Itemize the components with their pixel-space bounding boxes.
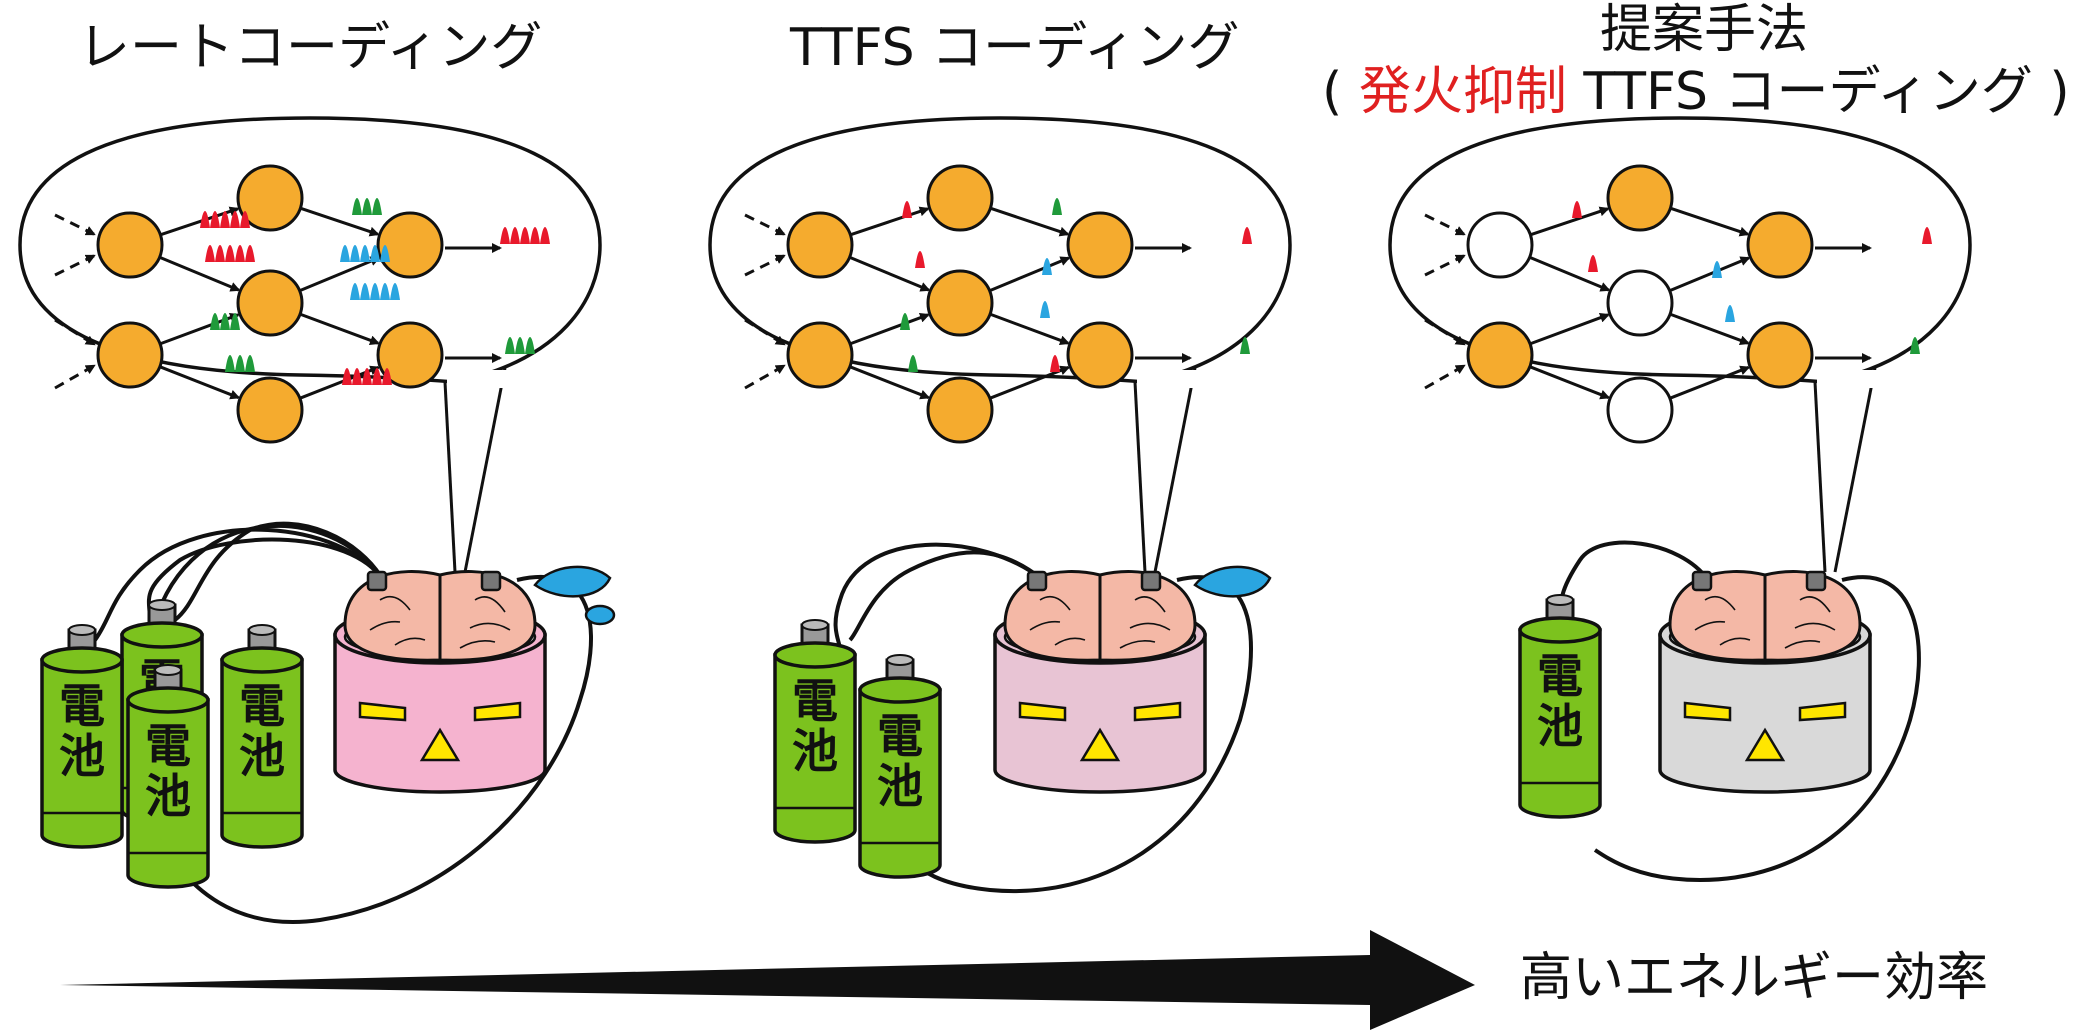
electrode: [1807, 572, 1825, 590]
neuron: [928, 378, 992, 442]
battery-top: [42, 648, 122, 672]
neuron: [1748, 213, 1812, 277]
battery-label: 電: [145, 719, 191, 773]
battery-label: 電: [877, 709, 923, 763]
brain-left-hemisphere: [1005, 572, 1100, 661]
battery-top: [1520, 618, 1600, 642]
battery-top: [860, 678, 940, 702]
neuron: [1468, 323, 1532, 387]
battery: 電池: [1520, 595, 1600, 817]
sweat-drop: [1195, 567, 1270, 596]
neuron: [378, 213, 442, 277]
battery-terminal-top: [887, 655, 913, 665]
bubble-tail-gap: [1137, 370, 1197, 388]
battery-terminal-top: [69, 625, 95, 635]
battery-label: 電: [1537, 649, 1583, 703]
battery: 電池: [42, 625, 122, 847]
robot-0: [335, 567, 614, 792]
battery-top: [128, 688, 208, 712]
neuron: [238, 271, 302, 335]
battery-terminal-top: [149, 600, 175, 610]
input-arrow: [745, 366, 784, 388]
bubble-tail-gap: [1817, 370, 1877, 388]
battery-terminal-top: [1547, 595, 1573, 605]
brain-left-hemisphere: [1670, 572, 1765, 661]
robot-1: [995, 567, 1270, 792]
battery-label: 池: [239, 729, 285, 783]
battery-label: 電: [792, 674, 838, 728]
neuron: [1608, 166, 1672, 230]
neuron: [928, 166, 992, 230]
bubble-tail-left: [445, 382, 455, 572]
battery-label: 電: [239, 679, 285, 733]
battery-label: 電: [59, 679, 105, 733]
sweat-drop: [535, 567, 610, 596]
battery-label: 池: [792, 724, 838, 778]
spike-train: [505, 337, 535, 354]
battery-label: 池: [877, 759, 923, 813]
brain-left-hemisphere: [345, 572, 440, 661]
neuron: [788, 213, 852, 277]
bubble-tail-right: [1835, 368, 1875, 572]
neuron: [98, 323, 162, 387]
bubble-tail-gap: [447, 370, 507, 388]
wire: [95, 530, 383, 640]
neuron: [98, 213, 162, 277]
electrode: [368, 572, 386, 590]
spike-train: [225, 355, 255, 372]
battery-label: 池: [1537, 699, 1583, 753]
bubble-tail-left: [1815, 382, 1825, 572]
neuron: [1068, 213, 1132, 277]
bubble-tail-left: [1135, 382, 1145, 572]
battery: 電池: [775, 620, 855, 842]
neuron: [1068, 323, 1132, 387]
electrode: [1142, 572, 1160, 590]
battery-top: [222, 648, 302, 672]
input-arrow: [55, 366, 94, 388]
bubble-tail-right: [465, 368, 505, 572]
input-arrow: [1425, 366, 1464, 388]
battery-label: 池: [59, 729, 105, 783]
neuron: [1608, 378, 1672, 442]
neuron: [1468, 213, 1532, 277]
battery-terminal-top: [802, 620, 828, 630]
neuron: [1608, 271, 1672, 335]
neuron: [1748, 323, 1812, 387]
sweat-drop: [586, 606, 614, 624]
battery-top: [122, 623, 202, 647]
efficiency-arrow: [60, 930, 1475, 1030]
battery-top: [775, 643, 855, 667]
battery: 電池: [860, 655, 940, 877]
neuron: [788, 323, 852, 387]
battery-terminal-top: [155, 665, 181, 675]
electrode: [482, 572, 500, 590]
battery-label: 池: [145, 769, 191, 823]
battery-terminal-top: [249, 625, 275, 635]
neuron: [238, 378, 302, 442]
spike-train: [352, 198, 382, 215]
electrode: [1028, 572, 1046, 590]
neuron: [928, 271, 992, 335]
battery: 電池: [128, 665, 208, 887]
bubble-tail-right: [1155, 368, 1195, 572]
robot-2: [1660, 572, 1870, 792]
battery: 電池: [222, 625, 302, 847]
spike-train: [210, 313, 240, 330]
electrode: [1693, 572, 1711, 590]
